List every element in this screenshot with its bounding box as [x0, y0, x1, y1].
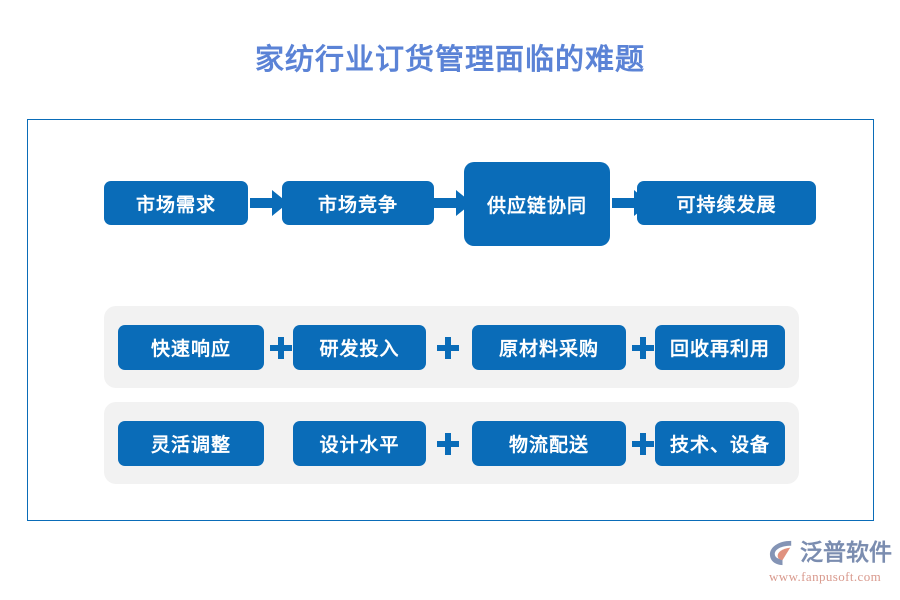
- tag-rapid-response[interactable]: 快速响应: [118, 325, 264, 370]
- plus-icon: [632, 433, 654, 455]
- tag-band-1: 快速响应 研发投入 原材料采购 回收再利用: [104, 306, 799, 388]
- plus-icon: [270, 337, 292, 359]
- brand-logo: 泛普软件 www.fanpusoft.com: [768, 538, 892, 588]
- flow-node-market-demand[interactable]: 市场需求: [104, 181, 248, 225]
- page-title: 家纺行业订货管理面临的难题: [254, 44, 645, 76]
- brand-url: www.fanpusoft.com: [769, 569, 882, 584]
- tag-logistics-delivery[interactable]: 物流配送: [472, 421, 626, 466]
- plus-icon: [437, 337, 459, 359]
- tag-band-2: 灵活调整 设计水平 物流配送 技术、设备: [104, 402, 799, 484]
- flow-node-sustainable-development[interactable]: 可持续发展: [637, 181, 816, 225]
- tag-rd-investment[interactable]: 研发投入: [293, 325, 426, 370]
- flow-node-supply-chain-collaboration[interactable]: 供应链协同: [464, 162, 610, 246]
- arrow-right-icon: [250, 190, 288, 216]
- tag-flexible-adjustment[interactable]: 灵活调整: [118, 421, 264, 466]
- tag-design-level[interactable]: 设计水平: [293, 421, 426, 466]
- tag-raw-material-procurement[interactable]: 原材料采购: [472, 325, 626, 370]
- flow-diagram-row: 市场需求 市场竞争 供应链协同 可持续发展: [104, 162, 816, 246]
- tag-recycling-reuse[interactable]: 回收再利用: [655, 325, 785, 370]
- brand-name: 泛普软件: [800, 540, 892, 565]
- fanpu-arc-logo-icon: [768, 538, 797, 567]
- plus-icon: [437, 433, 459, 455]
- arrow-right-icon: [434, 190, 472, 216]
- tag-technology-equipment[interactable]: 技术、设备: [655, 421, 785, 466]
- plus-icon: [632, 337, 654, 359]
- flow-node-market-competition[interactable]: 市场竞争: [282, 181, 434, 225]
